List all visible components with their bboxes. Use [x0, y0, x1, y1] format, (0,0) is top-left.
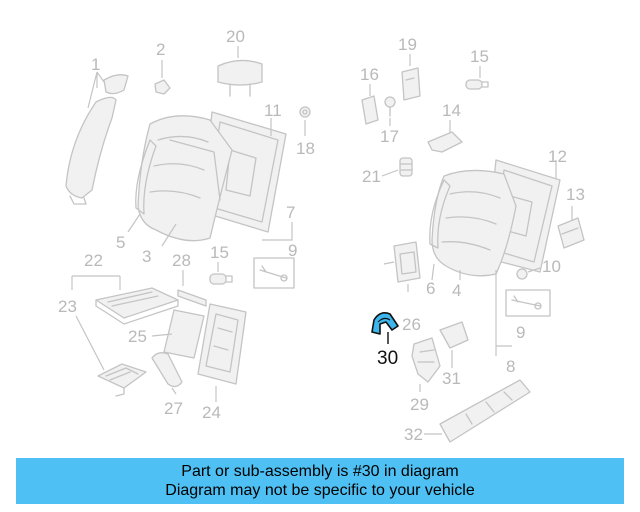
leader-22 [71, 275, 121, 290]
part-23-seat-pan [97, 363, 147, 397]
leader-6 [431, 263, 435, 281]
part-17-screw [384, 96, 396, 117]
part-1-side-trim [65, 74, 129, 205]
part-4-seatback-cushion-right [431, 169, 517, 277]
callout-31: 31 [442, 369, 461, 388]
callout-15-right: 15 [470, 47, 489, 66]
callout-7: 7 [286, 203, 295, 222]
part-24-rear-panel [197, 303, 247, 385]
part-25-panel-board [163, 309, 205, 359]
callout-10: 10 [542, 257, 561, 276]
part-20-headrest [217, 59, 263, 97]
part-6-side-bolster-right [429, 179, 451, 249]
leader-7 [262, 222, 293, 241]
part-10-screw [516, 268, 528, 280]
part-13-latch-cover [557, 217, 585, 249]
callout-9-left: 9 [288, 241, 297, 260]
callout-30: 30 [377, 348, 398, 369]
callout-17: 17 [380, 127, 399, 146]
part-30-highlighted[interactable] [371, 312, 399, 335]
callout-19: 19 [398, 35, 417, 54]
callout-2: 2 [156, 40, 165, 59]
callout-22: 22 [84, 251, 103, 270]
callout-32: 32 [404, 425, 423, 444]
leader-26 [383, 261, 409, 292]
part-21-bushing [399, 157, 413, 177]
callout-6: 6 [426, 279, 435, 298]
callout-3: 3 [142, 247, 151, 266]
callout-9-right: 9 [516, 323, 525, 342]
part-29-hinge [411, 337, 441, 383]
part-26-frame [393, 241, 421, 283]
part-15-bushing-left [209, 273, 233, 285]
callout-24: 24 [202, 403, 221, 422]
callout-4: 4 [452, 281, 461, 300]
callout-20: 20 [226, 27, 245, 46]
part-28-strip [177, 289, 207, 307]
part-5-side-bolster [135, 139, 157, 215]
callout-11: 11 [264, 101, 282, 120]
part-32-long-bag [439, 379, 531, 443]
leader-10 [527, 267, 541, 273]
callout-8: 8 [506, 357, 515, 376]
callout-23: 23 [58, 297, 77, 316]
part-14-latch [427, 131, 463, 153]
part-18-grommet [299, 106, 311, 118]
banner-line-part: Part or sub-assembly is #30 in diagram [181, 463, 459, 480]
part-22-seat-cushion [95, 287, 179, 325]
part-27-pad [151, 352, 183, 388]
callout-27: 27 [164, 399, 183, 418]
leader-8 [495, 270, 512, 356]
part-15-bushing-right [465, 79, 489, 90]
callout-25: 25 [128, 327, 147, 346]
part-3-seatback-cushion [137, 115, 233, 242]
part-16-bracket [361, 95, 379, 125]
leader-21 [381, 169, 399, 177]
part-19-cover [401, 67, 421, 101]
callout-29: 29 [410, 395, 429, 414]
part-2-clip [154, 79, 171, 95]
callout-15-left: 15 [210, 243, 229, 262]
leader-3 [161, 223, 177, 247]
leader-23 [75, 315, 105, 371]
exploded-seat-diagram: 1 2 20 11 3 5 7 18 9 [58, 27, 585, 444]
callout-28: 28 [172, 251, 191, 270]
part-9-bolt-kit-right [505, 289, 551, 317]
leader-27 [171, 387, 177, 395]
callout-18: 18 [296, 139, 315, 158]
callout-16: 16 [360, 65, 379, 84]
banner-line-disclaimer: Diagram may not be specific to your vehi… [165, 482, 475, 499]
callout-13: 13 [566, 185, 585, 204]
part-9-bolt-kit-left [253, 257, 295, 289]
info-banner: Part or sub-assembly is #30 in diagram D… [16, 458, 624, 504]
leader-5 [127, 213, 141, 233]
callout-26: 26 [402, 315, 421, 334]
callout-14: 14 [442, 101, 461, 120]
callout-21: 21 [362, 167, 381, 186]
callout-1: 1 [91, 55, 100, 74]
leader-25 [151, 333, 173, 337]
callout-12: 12 [548, 147, 567, 166]
callout-5: 5 [116, 233, 125, 252]
part-31-bracket [439, 321, 469, 349]
leader-1 [87, 71, 105, 109]
